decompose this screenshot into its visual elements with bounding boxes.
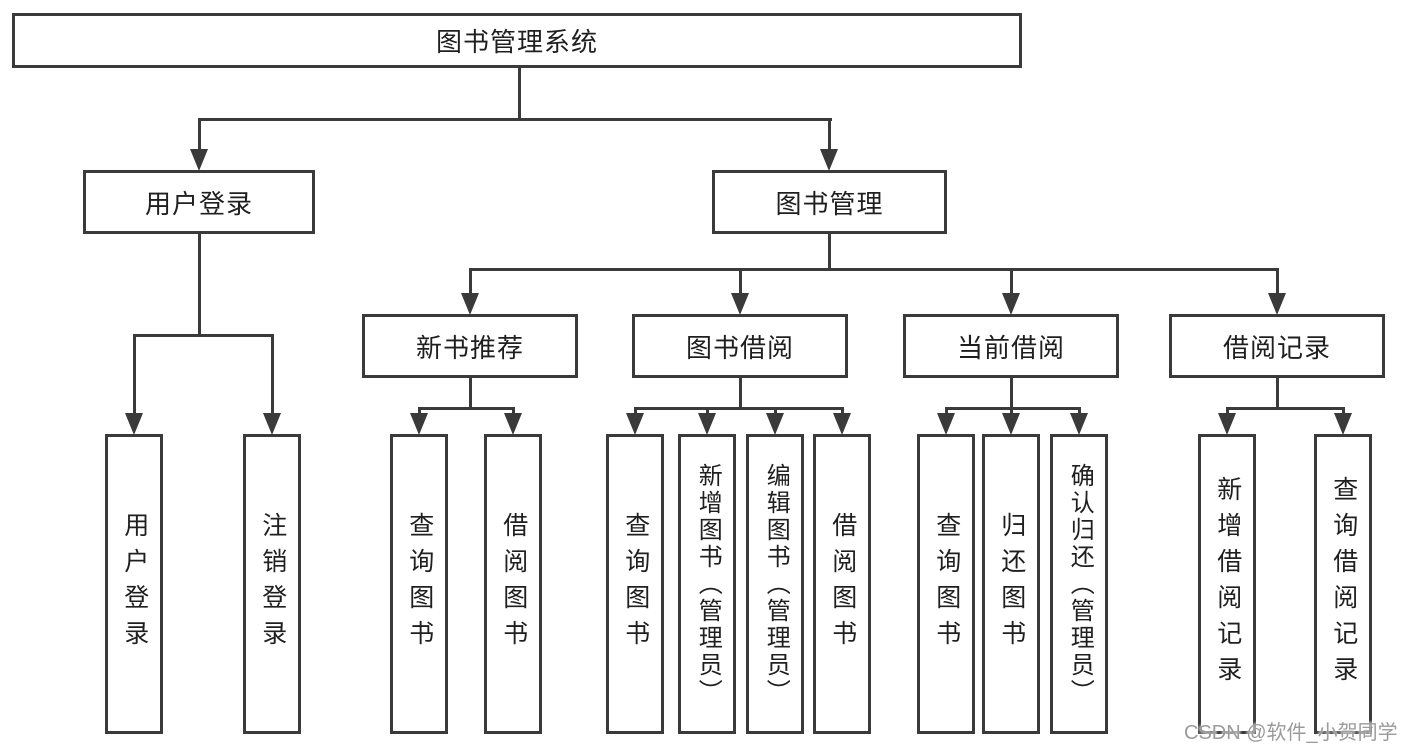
connector-line — [512, 407, 515, 416]
connector-line — [1342, 407, 1345, 416]
connector-line — [469, 268, 1279, 271]
connector-line — [739, 268, 742, 296]
arrow-down-icon — [410, 413, 428, 435]
node-label: 图书借阅 — [685, 332, 794, 363]
node-book-borrowing: 图书借阅 — [632, 314, 848, 378]
connector-line — [1226, 407, 1229, 416]
connector-line — [706, 407, 709, 416]
connector-line — [774, 407, 777, 416]
leaf-add-books-admin: 新增图书（管理员） — [678, 434, 736, 734]
leaf-label: 查询借阅记录 — [1329, 476, 1358, 692]
connector-line — [198, 118, 832, 121]
leaf-add-borrow-record: 新增借阅记录 — [1198, 434, 1256, 734]
connector-line — [1010, 268, 1013, 296]
connector-line — [634, 407, 637, 416]
leaf-return-books: 归还图书 — [982, 434, 1040, 734]
connector-line — [418, 407, 421, 416]
connector-line — [133, 334, 136, 417]
node-current-borrowing: 当前借阅 — [903, 314, 1119, 378]
connector-line — [1226, 407, 1344, 410]
node-label: 借阅记录 — [1222, 332, 1331, 363]
node-library-management-system: 图书管理系统 — [12, 13, 1022, 68]
connector-line — [518, 68, 521, 121]
leaf-label: 归还图书 — [997, 512, 1026, 656]
leaf-logout: 注销登录 — [243, 434, 301, 734]
leaf-query-books-current: 查询图书 — [917, 434, 975, 734]
leaf-label: 新增图书（管理员） — [694, 462, 722, 706]
leaf-edit-books-admin: 编辑图书（管理员） — [746, 434, 804, 734]
connector-line — [418, 407, 515, 410]
arrow-down-icon — [1218, 413, 1236, 435]
leaf-query-books-borrow: 查询图书 — [606, 434, 664, 734]
connector-line — [634, 407, 843, 410]
connector-line — [1276, 268, 1279, 296]
connector-line — [133, 334, 274, 337]
arrow-down-icon — [937, 413, 955, 435]
leaf-query-borrow-record: 查询借阅记录 — [1314, 434, 1372, 734]
arrow-down-icon — [263, 413, 281, 435]
leaf-label: 查询图书 — [621, 512, 650, 656]
leaf-label: 注销登录 — [258, 512, 287, 656]
watermark-text: CSDN @软件_小贺同学 — [1184, 722, 1398, 744]
node-label: 当前借阅 — [956, 332, 1065, 363]
node-book-management: 图书管理 — [712, 170, 947, 234]
leaf-label: 新增借阅记录 — [1213, 476, 1242, 692]
connector-line — [1276, 378, 1279, 410]
connector-line — [841, 407, 844, 416]
leaf-query-books-recommend: 查询图书 — [390, 434, 448, 734]
arrow-down-icon — [461, 293, 479, 315]
connector-line — [945, 407, 948, 416]
arrow-down-icon — [820, 149, 838, 171]
connector-line — [469, 378, 472, 410]
connector-line — [1010, 407, 1013, 416]
arrow-down-icon — [1070, 413, 1088, 435]
leaf-label: 用户登录 — [120, 512, 149, 656]
connector-line — [828, 234, 831, 271]
connector-line — [945, 407, 1081, 410]
arrow-down-icon — [833, 413, 851, 435]
arrow-down-icon — [125, 413, 143, 435]
arrow-down-icon — [1334, 413, 1352, 435]
leaf-label: 借阅图书 — [828, 512, 857, 656]
leaf-borrow-books: 借阅图书 — [813, 434, 871, 734]
leaf-label: 编辑图书（管理员） — [762, 462, 790, 706]
arrow-down-icon — [766, 413, 784, 435]
connector-line — [271, 334, 274, 417]
node-label: 新书推荐 — [415, 332, 524, 363]
leaf-label: 确认归还（管理员） — [1066, 462, 1094, 706]
connector-line — [739, 378, 742, 410]
leaf-user-login: 用户登录 — [105, 434, 163, 734]
node-user-login: 用户登录 — [83, 170, 315, 234]
connector-line — [1078, 407, 1081, 416]
leaf-borrow-books-recommend: 借阅图书 — [484, 434, 542, 734]
connector-line — [828, 118, 831, 154]
node-label: 图书管理 — [775, 188, 884, 219]
arrow-down-icon — [1268, 293, 1286, 315]
leaf-label: 查询图书 — [405, 512, 434, 656]
arrow-down-icon — [731, 293, 749, 315]
connector-line — [469, 268, 472, 296]
arrow-down-icon — [190, 149, 208, 171]
leaf-label: 查询图书 — [932, 512, 961, 656]
connector-line — [198, 233, 201, 337]
arrow-down-icon — [504, 413, 522, 435]
node-label: 用户登录 — [144, 188, 253, 219]
node-new-book-recommendation: 新书推荐 — [362, 314, 578, 378]
leaf-label: 借阅图书 — [499, 512, 528, 656]
node-borrowing-records: 借阅记录 — [1169, 314, 1385, 378]
connector-line — [1010, 378, 1013, 410]
connector-line — [198, 118, 201, 154]
arrow-down-icon — [626, 413, 644, 435]
leaf-confirm-return-admin: 确认归还（管理员） — [1050, 434, 1108, 734]
arrow-down-icon — [1002, 293, 1020, 315]
arrow-down-icon — [698, 413, 716, 435]
node-label: 图书管理系统 — [435, 27, 598, 57]
arrow-down-icon — [1002, 413, 1020, 435]
